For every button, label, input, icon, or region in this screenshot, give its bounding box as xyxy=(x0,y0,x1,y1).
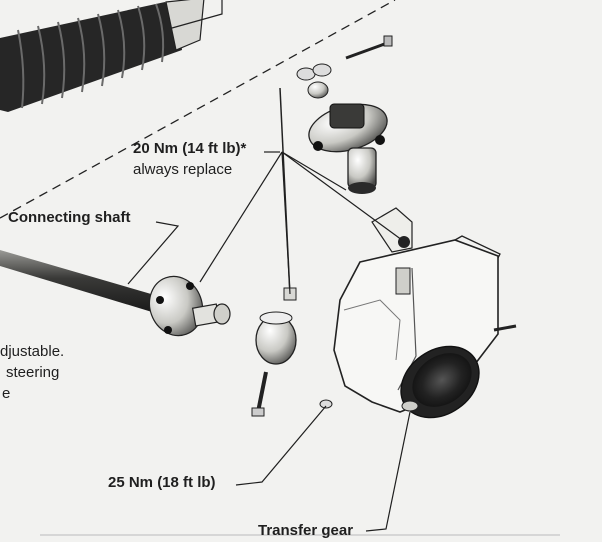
pinch-bolt-top xyxy=(296,35,393,99)
rack-boot xyxy=(0,0,223,112)
lower-bolt xyxy=(251,371,268,417)
connecting-shaft-label: Connecting shaft xyxy=(8,209,131,226)
leader-lines xyxy=(127,151,411,532)
cutoff-text-line-3: e xyxy=(2,385,11,402)
side-bolt xyxy=(493,324,517,332)
mount-washer xyxy=(319,399,333,409)
connecting-shaft xyxy=(0,250,231,337)
joint-bracket xyxy=(371,207,413,253)
torque-label-20nm: 20 Nm (14 ft lb)* xyxy=(133,140,247,157)
lock-nut xyxy=(255,311,297,365)
transfer-gear-housing xyxy=(333,235,501,419)
cutoff-text-line-1: djustable. xyxy=(0,343,65,360)
cutoff-text-line-2: steering xyxy=(6,364,60,381)
torque-label-25nm: 25 Nm (18 ft lb) xyxy=(108,474,216,491)
always-replace-note: always replace xyxy=(133,161,233,178)
transfer-gear-label: Transfer gear xyxy=(258,522,354,539)
column-axis-line xyxy=(0,0,396,219)
upper-universal-joint xyxy=(308,103,388,194)
